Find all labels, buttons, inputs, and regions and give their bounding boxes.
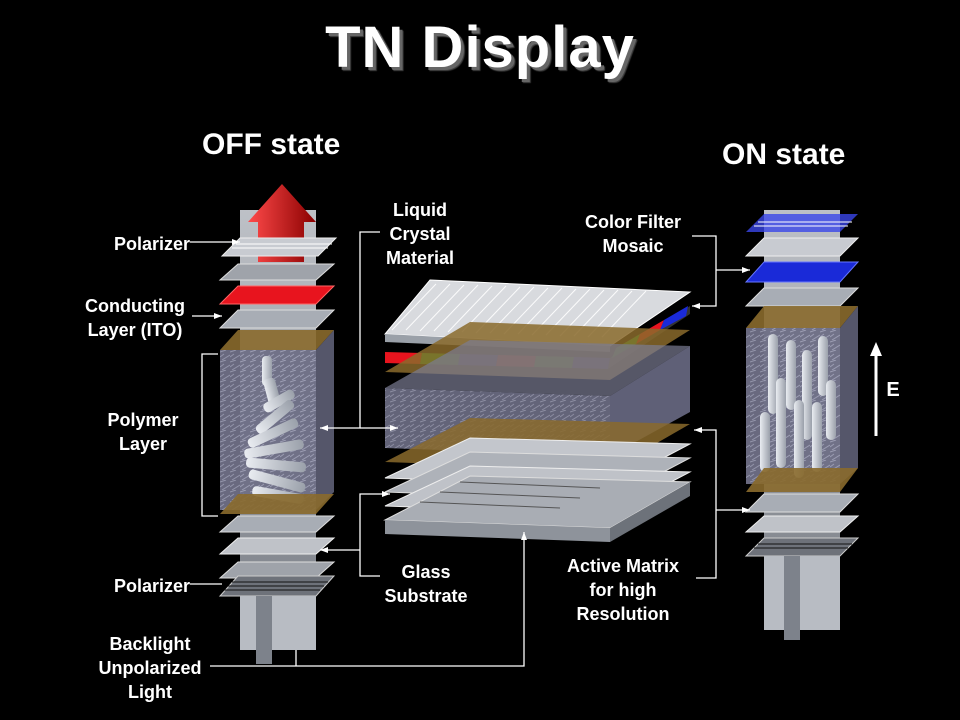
- page-title: TN Display: [325, 15, 635, 80]
- label-matrix-line3: Resolution: [576, 604, 670, 624]
- label-liquid-line2: Crystal: [389, 224, 451, 244]
- label-liquid-line3: Material: [385, 248, 455, 268]
- label-matrix-line1: Active Matrix: [566, 556, 680, 576]
- label-backlight-line1: Backlight: [109, 634, 191, 654]
- label-conducting-line2: Layer (ITO): [87, 320, 183, 340]
- label-polymer-line1: Polymer: [107, 410, 179, 430]
- leader-lines: [190, 231, 750, 667]
- label-backlight-line2: Unpolarized: [98, 658, 202, 678]
- label-glass-line2: Substrate: [384, 586, 468, 606]
- center-stack: [383, 279, 692, 542]
- on-state-stack: [744, 210, 882, 640]
- aligned-lc-rods: [760, 334, 836, 478]
- label-polymer-line2: Layer: [118, 434, 168, 454]
- label-electric-field: E: [886, 379, 900, 401]
- off-state-stack: [218, 184, 338, 664]
- label-matrix-line2: for high: [589, 580, 657, 600]
- label-liquid-line1: Liquid: [393, 200, 447, 220]
- label-glass-line1: Glass: [401, 562, 451, 582]
- on-state-label: ON state: [722, 138, 846, 171]
- label-polarizer-top: Polarizer: [113, 234, 190, 254]
- label-backlight-line3: Light: [128, 682, 172, 702]
- label-filter-line1: Color Filter: [584, 212, 681, 232]
- label-filter-line2: Mosaic: [602, 236, 664, 256]
- off-state-label: OFF state: [202, 128, 341, 161]
- label-conducting-line1: Conducting: [85, 296, 185, 316]
- label-polarizer-bottom: Polarizer: [113, 576, 190, 596]
